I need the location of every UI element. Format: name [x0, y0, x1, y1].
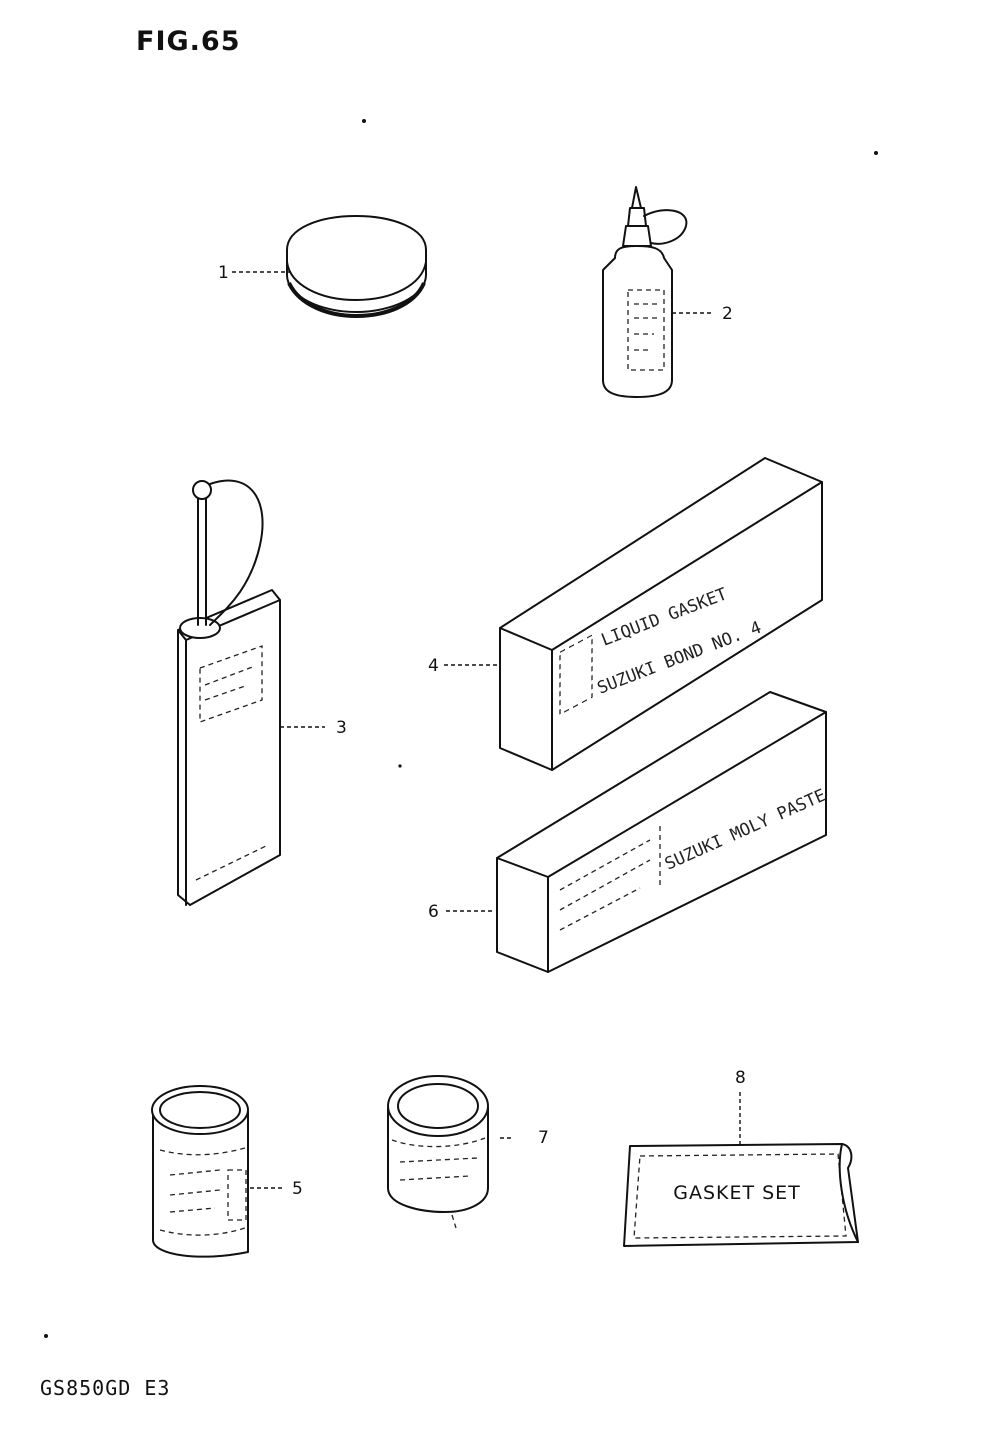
figure-title: FIG.65: [136, 26, 241, 57]
callout-7: 7: [538, 1128, 549, 1148]
part-1-grease-tin: [286, 215, 427, 319]
gasket-set-label: GASKET SET: [673, 1182, 801, 1204]
part-4-bond-box: SUZUKI BOND NO. 4 LIQUID GASKET: [499, 457, 823, 771]
part-5-tall-can: [151, 1085, 249, 1258]
speck: [362, 119, 366, 123]
callout-4: 4: [428, 656, 439, 676]
callout-3: 3: [336, 718, 347, 738]
callout-2: 2: [722, 304, 733, 324]
callout-5: 5: [292, 1179, 303, 1199]
model-code: GS850GD E3: [40, 1376, 171, 1400]
callout-6: 6: [428, 902, 439, 922]
part-2-small-bottle: [602, 186, 688, 398]
callout-8: 8: [735, 1068, 746, 1088]
part-7-short-tin: [387, 1075, 489, 1229]
speck: [44, 1334, 48, 1338]
part-6-moly-paste-box: SUZUKI MOLY PASTE: [496, 691, 829, 973]
part-3-oil-can: [177, 479, 281, 906]
speck: [398, 764, 402, 768]
speck: [874, 151, 878, 155]
callout-1: 1: [218, 263, 229, 283]
box6-brand-text: SUZUKI MOLY PASTE: [662, 786, 829, 875]
part-8-gasket-set: GASKET SET: [623, 1143, 859, 1247]
